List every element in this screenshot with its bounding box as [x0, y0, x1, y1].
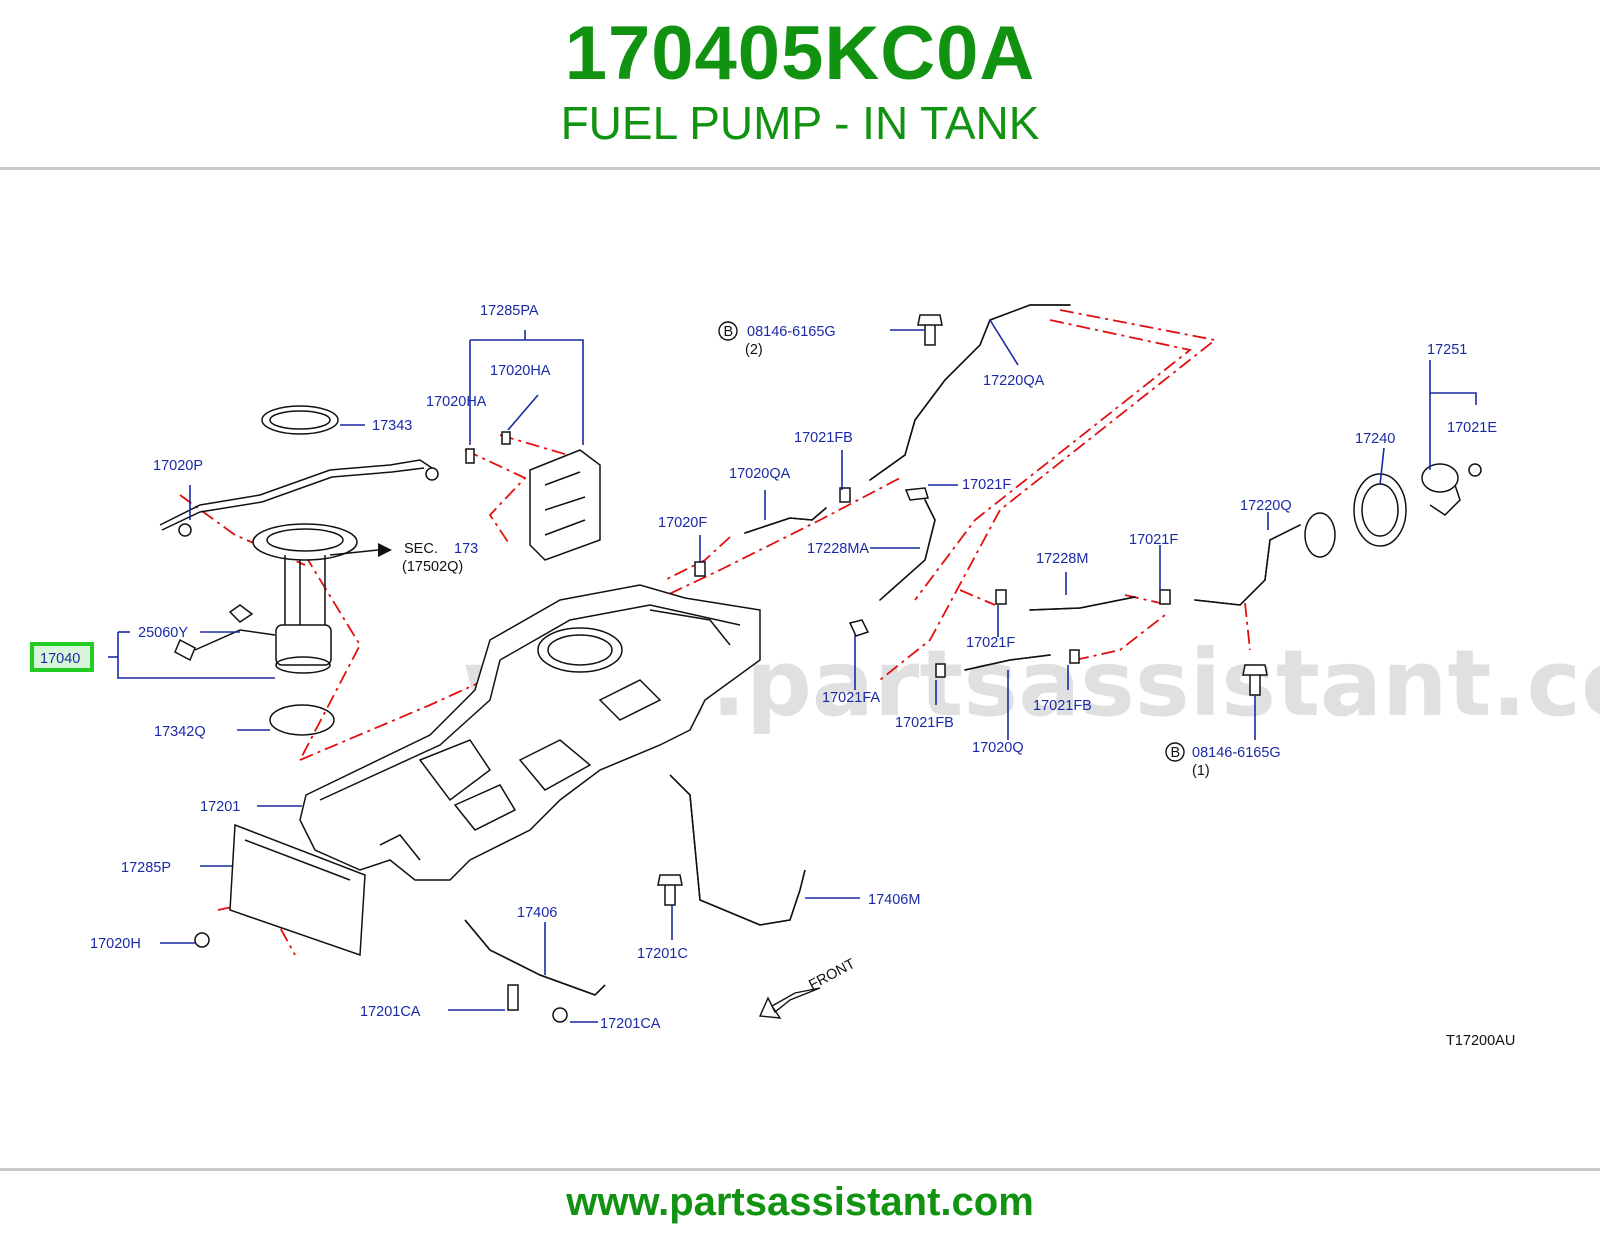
badge-letter: B: [1171, 745, 1181, 761]
label-17020P[interactable]: 17020P: [153, 458, 203, 474]
highlight-box: [30, 642, 94, 672]
part-number-title: 170405KC0A: [564, 11, 1036, 96]
label-17020HA-lower[interactable]: 17020HA: [426, 394, 487, 410]
label-17020H[interactable]: 17020H: [90, 936, 141, 952]
page-header: 170405KC0A FUEL PUMP - IN TANK: [0, 0, 1600, 168]
lock-ring-17343: [261, 405, 339, 435]
heat-shield: [229, 823, 366, 957]
label-17021F-mid[interactable]: 17021F: [1129, 532, 1178, 548]
label-25060Y[interactable]: 25060Y: [138, 625, 188, 641]
label-17228M[interactable]: 17228M: [1036, 551, 1088, 567]
label-17021FA[interactable]: 17021FA: [822, 690, 880, 706]
fuel-tank: [229, 584, 761, 957]
label-17240[interactable]: 17240: [1355, 431, 1395, 447]
label-17343[interactable]: 17343: [372, 418, 412, 434]
label-17406[interactable]: 17406: [517, 905, 557, 921]
label-17201[interactable]: 17201: [200, 799, 240, 815]
label-17220Q[interactable]: 17220Q: [1240, 498, 1292, 514]
label-17020F[interactable]: 17020F: [658, 515, 707, 531]
label-17020QA[interactable]: 17020QA: [729, 466, 791, 482]
label-17342Q[interactable]: 17342Q: [154, 724, 206, 740]
label-17020Q[interactable]: 17020Q: [972, 740, 1024, 756]
fuel-hoses: [744, 304, 1482, 671]
label-17220QA[interactable]: 17220QA: [983, 373, 1045, 389]
bolt-callout-lower[interactable]: B 08146-6165G (1): [1165, 742, 1281, 779]
label-17285PA[interactable]: 17285PA: [480, 303, 539, 319]
qty-lower: (1): [1192, 763, 1210, 779]
fuel-pump-assembly: [159, 405, 439, 736]
sec-number[interactable]: 173: [454, 541, 478, 557]
label-17201CA-right[interactable]: 17201CA: [600, 1016, 661, 1032]
sec-arrow-head: [378, 543, 392, 557]
section-reference[interactable]: SEC. 173 (17502Q): [329, 541, 478, 575]
badge-circle: [1165, 742, 1185, 762]
label-17201CA-left[interactable]: 17201CA: [360, 1004, 421, 1020]
label-17201C[interactable]: 17201C: [637, 946, 688, 962]
fuel-cap-17251: [1421, 463, 1459, 493]
label-17021E[interactable]: 17021E: [1447, 420, 1497, 436]
label-17285P[interactable]: 17285P: [121, 860, 171, 876]
front-arrow-icon: [758, 987, 821, 1019]
part-description: FUEL PUMP - IN TANK: [560, 97, 1040, 149]
label-17020HA-upper[interactable]: 17020HA: [490, 363, 551, 379]
badge-letter: B: [724, 324, 734, 340]
badge-circle: [718, 321, 738, 341]
label-17021F-low[interactable]: 17021F: [966, 635, 1015, 651]
leader-lines: [108, 319, 1477, 1023]
qty-upper: (2): [745, 342, 763, 358]
callout-labels: 17285PA 17020HA 17020HA 17343 17020P 250…: [90, 303, 1497, 1032]
label-17228MA[interactable]: 17228MA: [807, 541, 869, 557]
label-08146-6165G-upper[interactable]: 08146-6165G: [747, 324, 836, 340]
label-17040[interactable]: 17040: [40, 651, 80, 667]
footer-divider: [0, 1168, 1600, 1171]
label-17251[interactable]: 17251: [1427, 342, 1467, 358]
label-17406M[interactable]: 17406M: [868, 892, 920, 908]
label-17021F-top[interactable]: 17021F: [962, 477, 1011, 493]
footer-url[interactable]: www.partsassistant.com: [566, 1180, 1034, 1224]
label-17021FB-right[interactable]: 17021FB: [1033, 698, 1092, 714]
sec-arrow-line: [329, 549, 379, 556]
sec-prefix: SEC.: [404, 541, 438, 557]
label-08146-6165G-lower[interactable]: 08146-6165G: [1192, 745, 1281, 761]
sec-sub: (17502Q): [402, 559, 463, 575]
front-indicator: FRONT: [758, 956, 858, 1019]
bolt-callout-upper[interactable]: B 08146-6165G (2): [718, 321, 836, 358]
header-divider: [0, 167, 1600, 170]
label-17021FB-left[interactable]: 17021FB: [895, 715, 954, 731]
fasteners: [194, 314, 1268, 1023]
o-ring-17342q: [269, 704, 335, 736]
label-17021FB-top[interactable]: 17021FB: [794, 430, 853, 446]
front-label: FRONT: [806, 956, 858, 994]
pump-cover-17285pa: [465, 431, 601, 561]
tank-straps: [464, 774, 806, 996]
highlighted-part-17040[interactable]: 17040: [30, 642, 94, 672]
diagram-code: T17200AU: [1446, 1033, 1515, 1049]
